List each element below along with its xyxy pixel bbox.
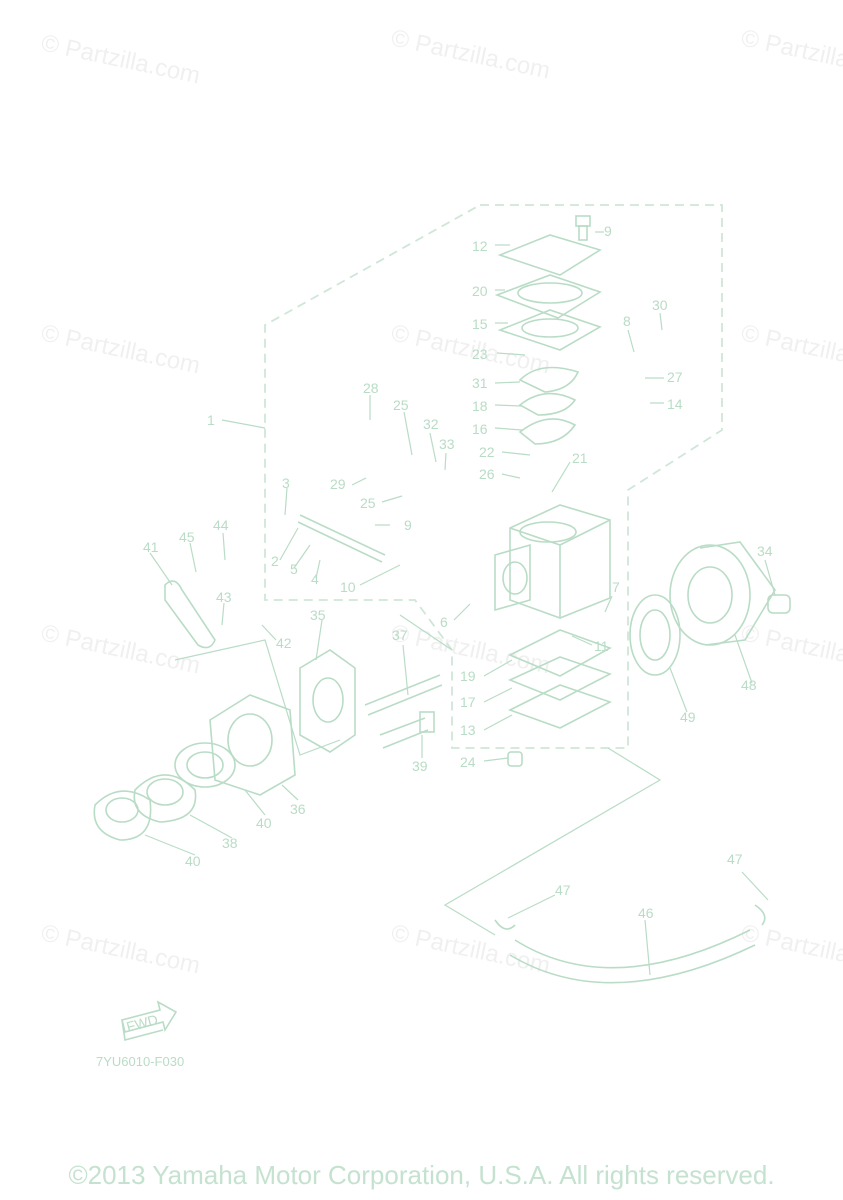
callout-20: 20 (472, 283, 488, 299)
fwd-label: FWD (125, 1011, 160, 1035)
callout-24: 24 (460, 754, 476, 770)
callout-28: 28 (363, 380, 379, 396)
watermark: © Partzilla.com (739, 619, 843, 679)
callout-16: 16 (472, 421, 488, 437)
callout-4: 4 (311, 571, 319, 587)
watermark: © Partzilla.com (389, 24, 553, 84)
callout-2: 2 (271, 553, 279, 569)
callout-labels: 1 2 3 4 5 6 7 8 9 9 10 11 12 13 14 15 16… (143, 223, 773, 921)
callout-45: 45 (179, 529, 195, 545)
flame-arrester (494, 541, 791, 984)
callout-8: 8 (623, 313, 631, 329)
callout-1: 1 (207, 412, 215, 428)
callout-15: 15 (472, 316, 488, 332)
diagram-code: 7YU6010-F030 (96, 1054, 184, 1069)
callout-25: 25 (393, 397, 409, 413)
callout-46: 46 (638, 905, 654, 921)
callout-47b: 47 (727, 851, 743, 867)
callout-37: 37 (392, 627, 408, 643)
callout-18: 18 (472, 398, 488, 414)
callout-12: 12 (472, 238, 488, 254)
watermark: © Partzilla.com (739, 24, 843, 84)
callout-47: 47 (555, 882, 571, 898)
callout-23: 23 (472, 346, 488, 362)
callout-44: 44 (213, 517, 229, 533)
callout-5: 5 (290, 561, 298, 577)
callout-35: 35 (310, 607, 326, 623)
callout-27: 27 (667, 369, 683, 385)
carburetor-body (494, 215, 613, 767)
watermark: © Partzilla.com (389, 319, 553, 379)
callout-29: 29 (330, 476, 346, 492)
callout-40b: 40 (185, 853, 201, 869)
callout-41: 41 (143, 539, 159, 555)
callout-48: 48 (741, 677, 757, 693)
callout-40: 40 (256, 815, 272, 831)
callout-11: 11 (594, 638, 609, 654)
callout-14: 14 (667, 396, 683, 412)
callout-31: 31 (472, 375, 488, 391)
watermark: © Partzilla.com (39, 29, 203, 89)
fwd-arrow-icon: FWD (121, 1000, 178, 1042)
callout-21: 21 (572, 450, 588, 466)
callout-49: 49 (680, 709, 696, 725)
callout-7: 7 (612, 579, 620, 595)
watermark: © Partzilla.com (739, 319, 843, 379)
linkage-parts (93, 514, 443, 841)
callout-38: 38 (222, 835, 238, 851)
callout-25b: 25 (360, 495, 376, 511)
watermark: © Partzilla.com (739, 919, 843, 979)
callout-22: 22 (479, 444, 495, 460)
callout-9: 9 (604, 223, 612, 239)
watermark: © Partzilla.com (39, 319, 203, 379)
callout-36: 36 (290, 801, 306, 817)
callout-19: 19 (460, 668, 476, 684)
assembly-outline (264, 204, 723, 749)
copyright-footer: ©2013 Yamaha Motor Corporation, U.S.A. A… (68, 1160, 775, 1190)
callout-3: 3 (282, 475, 290, 491)
callout-30: 30 (652, 297, 668, 313)
callout-42: 42 (276, 635, 292, 651)
callout-33: 33 (439, 436, 455, 452)
watermark: © Partzilla.com (389, 919, 553, 979)
callout-6: 6 (440, 614, 448, 630)
watermark: © Partzilla.com (39, 919, 203, 979)
watermark-layer: © Partzilla.com © Partzilla.com © Partzi… (39, 24, 843, 979)
callout-26: 26 (479, 466, 495, 482)
watermark: © Partzilla.com (39, 619, 203, 679)
callout-43: 43 (216, 589, 232, 605)
callout-34: 34 (757, 543, 773, 559)
callout-9b: 9 (404, 517, 412, 533)
callout-17: 17 (460, 694, 476, 710)
callout-13: 13 (460, 722, 476, 738)
callout-10: 10 (340, 579, 356, 595)
leader-lines (144, 231, 776, 976)
callout-32: 32 (423, 416, 439, 432)
callout-39: 39 (412, 758, 428, 774)
